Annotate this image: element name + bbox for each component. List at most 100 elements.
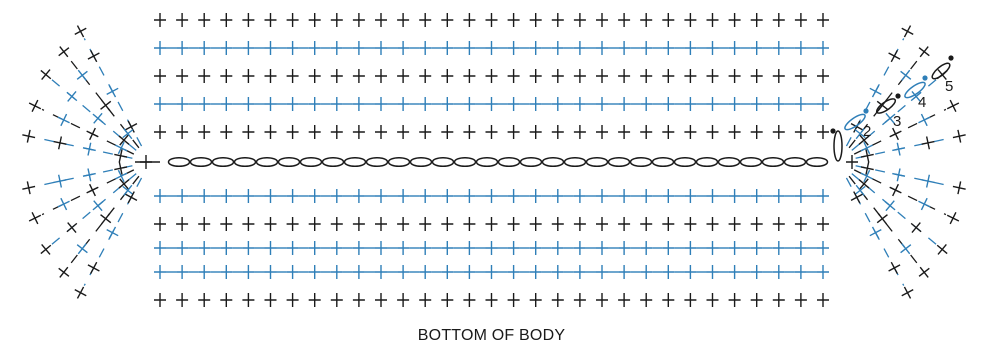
- round-label-4: 4: [918, 94, 926, 111]
- single-crochet-icon: [936, 243, 948, 255]
- single-crochet-icon: [485, 189, 498, 203]
- single-crochet-icon: [485, 265, 498, 279]
- round-start-chain-icon: [904, 81, 926, 99]
- single-crochet-icon: [397, 97, 410, 111]
- chain-stitch-icon: [519, 156, 543, 168]
- single-crochet-icon: [858, 178, 870, 190]
- single-crochet-icon: [176, 293, 189, 307]
- single-crochet-icon: [728, 125, 741, 139]
- single-crochet-icon: [952, 129, 966, 143]
- single-crochet-icon: [596, 217, 608, 231]
- chain-stitch-icon: [387, 156, 411, 168]
- single-crochet-icon: [463, 97, 476, 111]
- single-crochet-icon: [728, 97, 741, 111]
- single-crochet-icon: [125, 120, 138, 133]
- single-crochet-icon: [640, 241, 653, 255]
- single-crochet-icon: [850, 191, 863, 204]
- single-crochet-icon: [888, 261, 901, 275]
- single-crochet-icon: [551, 97, 564, 111]
- single-crochet-icon: [220, 13, 233, 27]
- single-crochet-icon: [794, 293, 807, 307]
- single-crochet-icon: [728, 265, 741, 279]
- single-crochet-icon: [352, 293, 365, 307]
- single-crochet-icon: [573, 293, 586, 307]
- single-crochet-icon: [352, 189, 365, 203]
- single-crochet-icon: [28, 211, 42, 225]
- round-start-chain-icon: [931, 62, 951, 80]
- round-labels: 2 3 4 5: [863, 78, 953, 140]
- chain-stitch-icon: [233, 156, 257, 168]
- single-crochet-icon: [772, 41, 785, 55]
- chain-stitch-icon: [585, 156, 609, 168]
- single-crochet-icon: [529, 189, 542, 203]
- single-crochet-icon: [419, 41, 432, 55]
- slip-stitch-icon: [948, 55, 954, 61]
- single-crochet-icon: [817, 293, 829, 307]
- single-crochet-icon: [618, 265, 631, 279]
- single-crochet-icon: [220, 97, 233, 111]
- single-crochet-icon: [910, 91, 922, 102]
- single-crochet-icon: [662, 97, 675, 111]
- chain-stitch-icon: [299, 156, 323, 168]
- single-crochet-icon: [684, 13, 697, 27]
- single-crochet-icon: [308, 13, 321, 27]
- single-crochet-icon: [794, 69, 807, 83]
- single-crochet-icon: [375, 69, 387, 83]
- single-crochet-icon: [640, 125, 653, 139]
- single-crochet-icon: [884, 112, 896, 124]
- single-crochet-icon: [794, 265, 807, 279]
- single-crochet-icon: [264, 97, 277, 111]
- chain-stitch-icon: [321, 156, 345, 168]
- chain-stitch-icon: [541, 156, 565, 168]
- single-crochet-icon: [507, 265, 520, 279]
- single-crochet-icon: [485, 13, 498, 27]
- single-crochet-icon: [706, 97, 719, 111]
- single-crochet-icon: [529, 41, 542, 55]
- single-crochet-icon: [286, 189, 299, 203]
- single-crochet-icon: [485, 125, 498, 139]
- single-crochet-icon: [507, 217, 520, 231]
- single-crochet-icon: [397, 125, 410, 139]
- chain-stitch-icon: [783, 156, 807, 168]
- single-crochet-icon: [640, 217, 653, 231]
- single-crochet-icon: [728, 189, 741, 203]
- single-crochet-icon: [706, 189, 719, 203]
- single-crochet-icon: [375, 125, 387, 139]
- single-crochet-icon: [817, 189, 829, 203]
- single-crochet-icon: [854, 184, 866, 196]
- chart-title: BOTTOM OF BODY: [417, 327, 566, 344]
- single-crochet-icon: [618, 69, 631, 83]
- single-crochet-icon: [728, 13, 741, 27]
- single-crochet-icon: [684, 293, 697, 307]
- single-crochet-icon: [242, 41, 255, 55]
- single-crochet-icon: [115, 169, 128, 183]
- single-crochet-icon: [618, 293, 631, 307]
- single-crochet-icon: [921, 136, 935, 150]
- chain-stitch-icon: [365, 156, 389, 168]
- single-crochet-icon: [441, 189, 454, 203]
- single-crochet-icon: [154, 217, 166, 231]
- turning-chain-icon: [833, 130, 843, 162]
- single-crochet-icon: [817, 69, 829, 83]
- fan-spoke: [41, 108, 135, 155]
- single-crochet-icon: [901, 25, 914, 38]
- single-crochet-icon: [352, 97, 365, 111]
- single-crochet-icon: [529, 125, 542, 139]
- single-crochet-icon: [87, 261, 100, 275]
- single-crochet-icon: [706, 125, 719, 139]
- single-crochet-icon: [772, 241, 785, 255]
- single-crochet-icon: [154, 69, 166, 83]
- single-crochet-icon: [817, 97, 829, 111]
- chain-stitch-icon: [497, 156, 521, 168]
- single-crochet-icon: [772, 97, 785, 111]
- single-crochet-icon: [330, 265, 343, 279]
- chain-stitch-icon: [695, 156, 719, 168]
- chain-stitch-icon: [431, 156, 455, 168]
- single-crochet-icon: [74, 286, 87, 299]
- single-crochet-icon: [40, 243, 52, 255]
- single-crochet-icon: [817, 41, 829, 55]
- single-crochet-icon: [220, 265, 233, 279]
- single-crochet-icon: [529, 265, 542, 279]
- single-crochet-icon: [918, 113, 931, 127]
- single-crochet-icon: [860, 161, 874, 175]
